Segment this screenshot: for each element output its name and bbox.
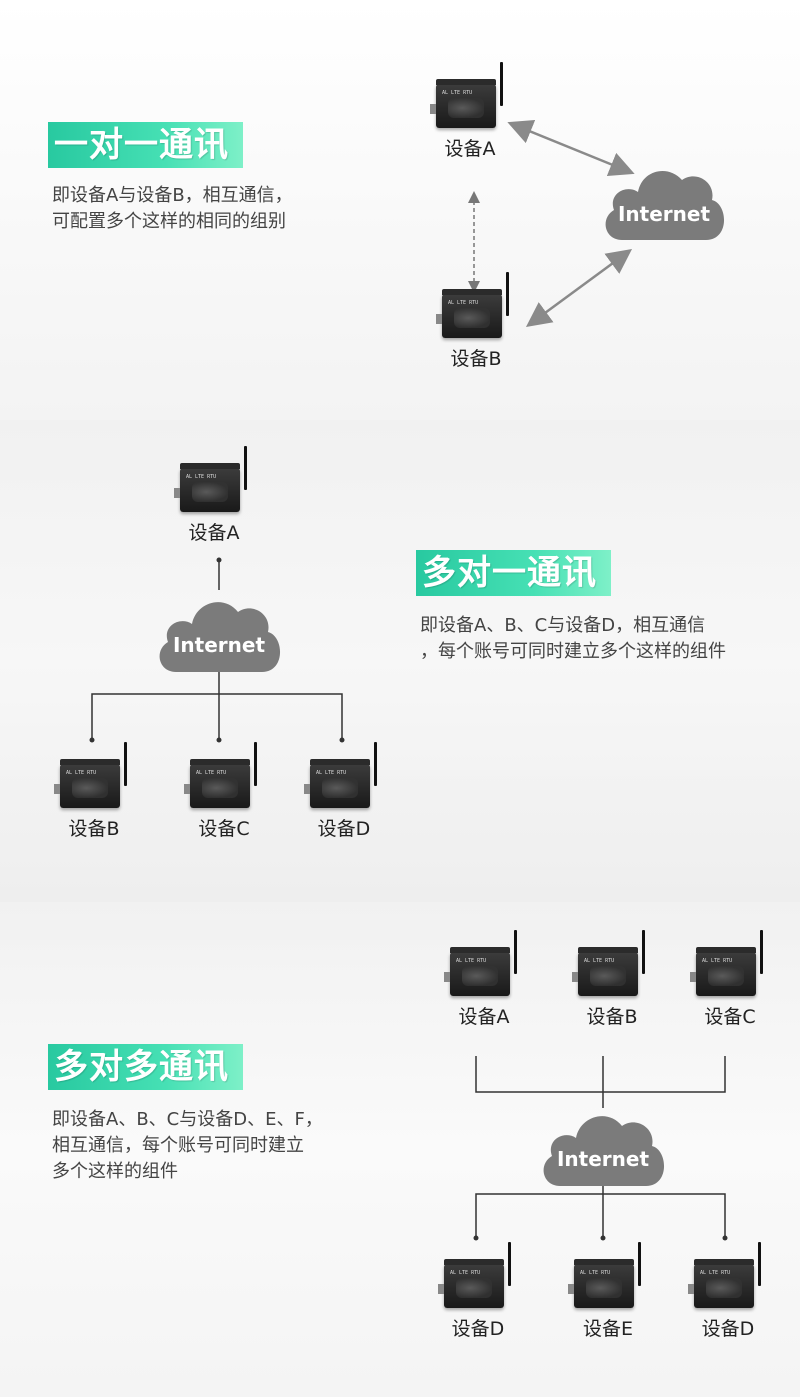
device-label: 设备B bbox=[586, 1006, 638, 1028]
device-e: AL LTE RTU 设备E bbox=[568, 1242, 650, 1340]
cloud-label: Internet bbox=[617, 202, 711, 226]
antenna-icon bbox=[244, 446, 247, 490]
device-b: AL LTE RTU 设备B bbox=[572, 930, 654, 1028]
device-label: 设备D bbox=[317, 818, 371, 840]
antenna-icon bbox=[500, 62, 503, 106]
cloud-label: Internet bbox=[172, 633, 266, 657]
internet-cloud: Internet bbox=[600, 160, 728, 242]
antenna-icon bbox=[124, 742, 127, 786]
device-label: 设备B bbox=[450, 348, 502, 370]
device-label: 设备B bbox=[68, 818, 120, 840]
cloud-icon bbox=[159, 602, 281, 672]
section-description-line: 相互通信，每个账号可同时建立 bbox=[52, 1135, 304, 1156]
device-label: 设备E bbox=[582, 1318, 633, 1340]
device-b: AL LTE RTU 设备B bbox=[436, 272, 518, 370]
section-one-to-one: 一对一通讯 即设备A与设备B，相互通信， 可配置多个这样的相同的组别 AL LT… bbox=[0, 0, 800, 420]
cloud-icon bbox=[543, 1116, 665, 1186]
connection-lines bbox=[473, 1056, 728, 1241]
device-label: 设备C bbox=[198, 818, 250, 840]
connection-lines bbox=[468, 119, 635, 327]
router-icon: AL LTE RTU bbox=[444, 947, 510, 996]
device-label: 设备A bbox=[188, 522, 240, 544]
router-icon: AL LTE RTU bbox=[688, 1259, 754, 1308]
connection-lines bbox=[89, 557, 345, 743]
antenna-icon bbox=[508, 1242, 511, 1286]
router-icon: AL LTE RTU bbox=[568, 1259, 634, 1308]
cloud-icon bbox=[605, 170, 725, 240]
device-label: 设备A bbox=[444, 138, 496, 160]
device-label: 设备D bbox=[701, 1318, 755, 1340]
antenna-icon bbox=[506, 272, 509, 316]
device-a: AL LTE RTU 设备A bbox=[174, 446, 256, 544]
device-a: AL LTE RTU 设备A bbox=[444, 930, 526, 1028]
device-d: AL LTE RTU 设备D bbox=[304, 742, 386, 840]
antenna-icon bbox=[642, 930, 645, 974]
antenna-icon bbox=[514, 930, 517, 974]
section-description-line: 多个这样的组件 bbox=[52, 1161, 178, 1182]
device-label: 设备D bbox=[451, 1318, 505, 1340]
section-description-line: 即设备A、B、C与设备D，相互通信 bbox=[420, 615, 706, 636]
section-description-line: 可配置多个这样的相同的组别 bbox=[52, 211, 286, 232]
device-label: 设备C bbox=[704, 1006, 756, 1028]
router-icon: AL LTE RTU bbox=[572, 947, 638, 996]
section-title: 多对一通讯 bbox=[416, 550, 611, 596]
router-icon: AL LTE RTU bbox=[174, 463, 240, 512]
device-b: AL LTE RTU 设备B bbox=[54, 742, 136, 840]
router-icon: AL LTE RTU bbox=[304, 759, 370, 808]
antenna-icon bbox=[638, 1242, 641, 1286]
router-icon: AL LTE RTU bbox=[184, 759, 250, 808]
section-title: 一对一通讯 bbox=[48, 122, 243, 168]
arrow-a-internet bbox=[507, 119, 635, 177]
section-many-to-one: 多对一通讯 即设备A、B、C与设备D，相互通信 ，每个账号可同时建立多个这样的组… bbox=[0, 420, 800, 902]
device-c: AL LTE RTU 设备C bbox=[184, 742, 266, 840]
router-icon: AL LTE RTU bbox=[54, 759, 120, 808]
router-icon: AL LTE RTU bbox=[690, 947, 756, 996]
router-icon: AL LTE RTU bbox=[436, 289, 502, 338]
antenna-icon bbox=[254, 742, 257, 786]
device-d: AL LTE RTU 设备D bbox=[438, 1242, 520, 1340]
antenna-icon bbox=[758, 1242, 761, 1286]
section-title: 多对多通讯 bbox=[48, 1044, 243, 1090]
device-c: AL LTE RTU 设备C bbox=[690, 930, 772, 1028]
section-description-line: 即设备A与设备B，相互通信， bbox=[52, 185, 293, 206]
arrow-b-internet bbox=[525, 249, 633, 327]
device-label: 设备A bbox=[458, 1006, 510, 1028]
cloud-label: Internet bbox=[556, 1147, 650, 1171]
section-description-line: 即设备A、B、C与设备D、E、F， bbox=[52, 1109, 323, 1130]
antenna-icon bbox=[760, 930, 763, 974]
section-description-line: ，每个账号可同时建立多个这样的组件 bbox=[420, 641, 726, 662]
router-icon: AL LTE RTU bbox=[438, 1259, 504, 1308]
internet-cloud: Internet bbox=[154, 590, 284, 674]
device-a: AL LTE RTU 设备A bbox=[430, 62, 512, 160]
antenna-icon bbox=[374, 742, 377, 786]
internet-cloud: Internet bbox=[538, 1104, 668, 1188]
router-icon: AL LTE RTU bbox=[430, 79, 496, 128]
section-many-to-many: 多对多通讯 即设备A、B、C与设备D、E、F， 相互通信，每个账号可同时建立 多… bbox=[0, 902, 800, 1397]
device-f: AL LTE RTU 设备D bbox=[688, 1242, 770, 1340]
